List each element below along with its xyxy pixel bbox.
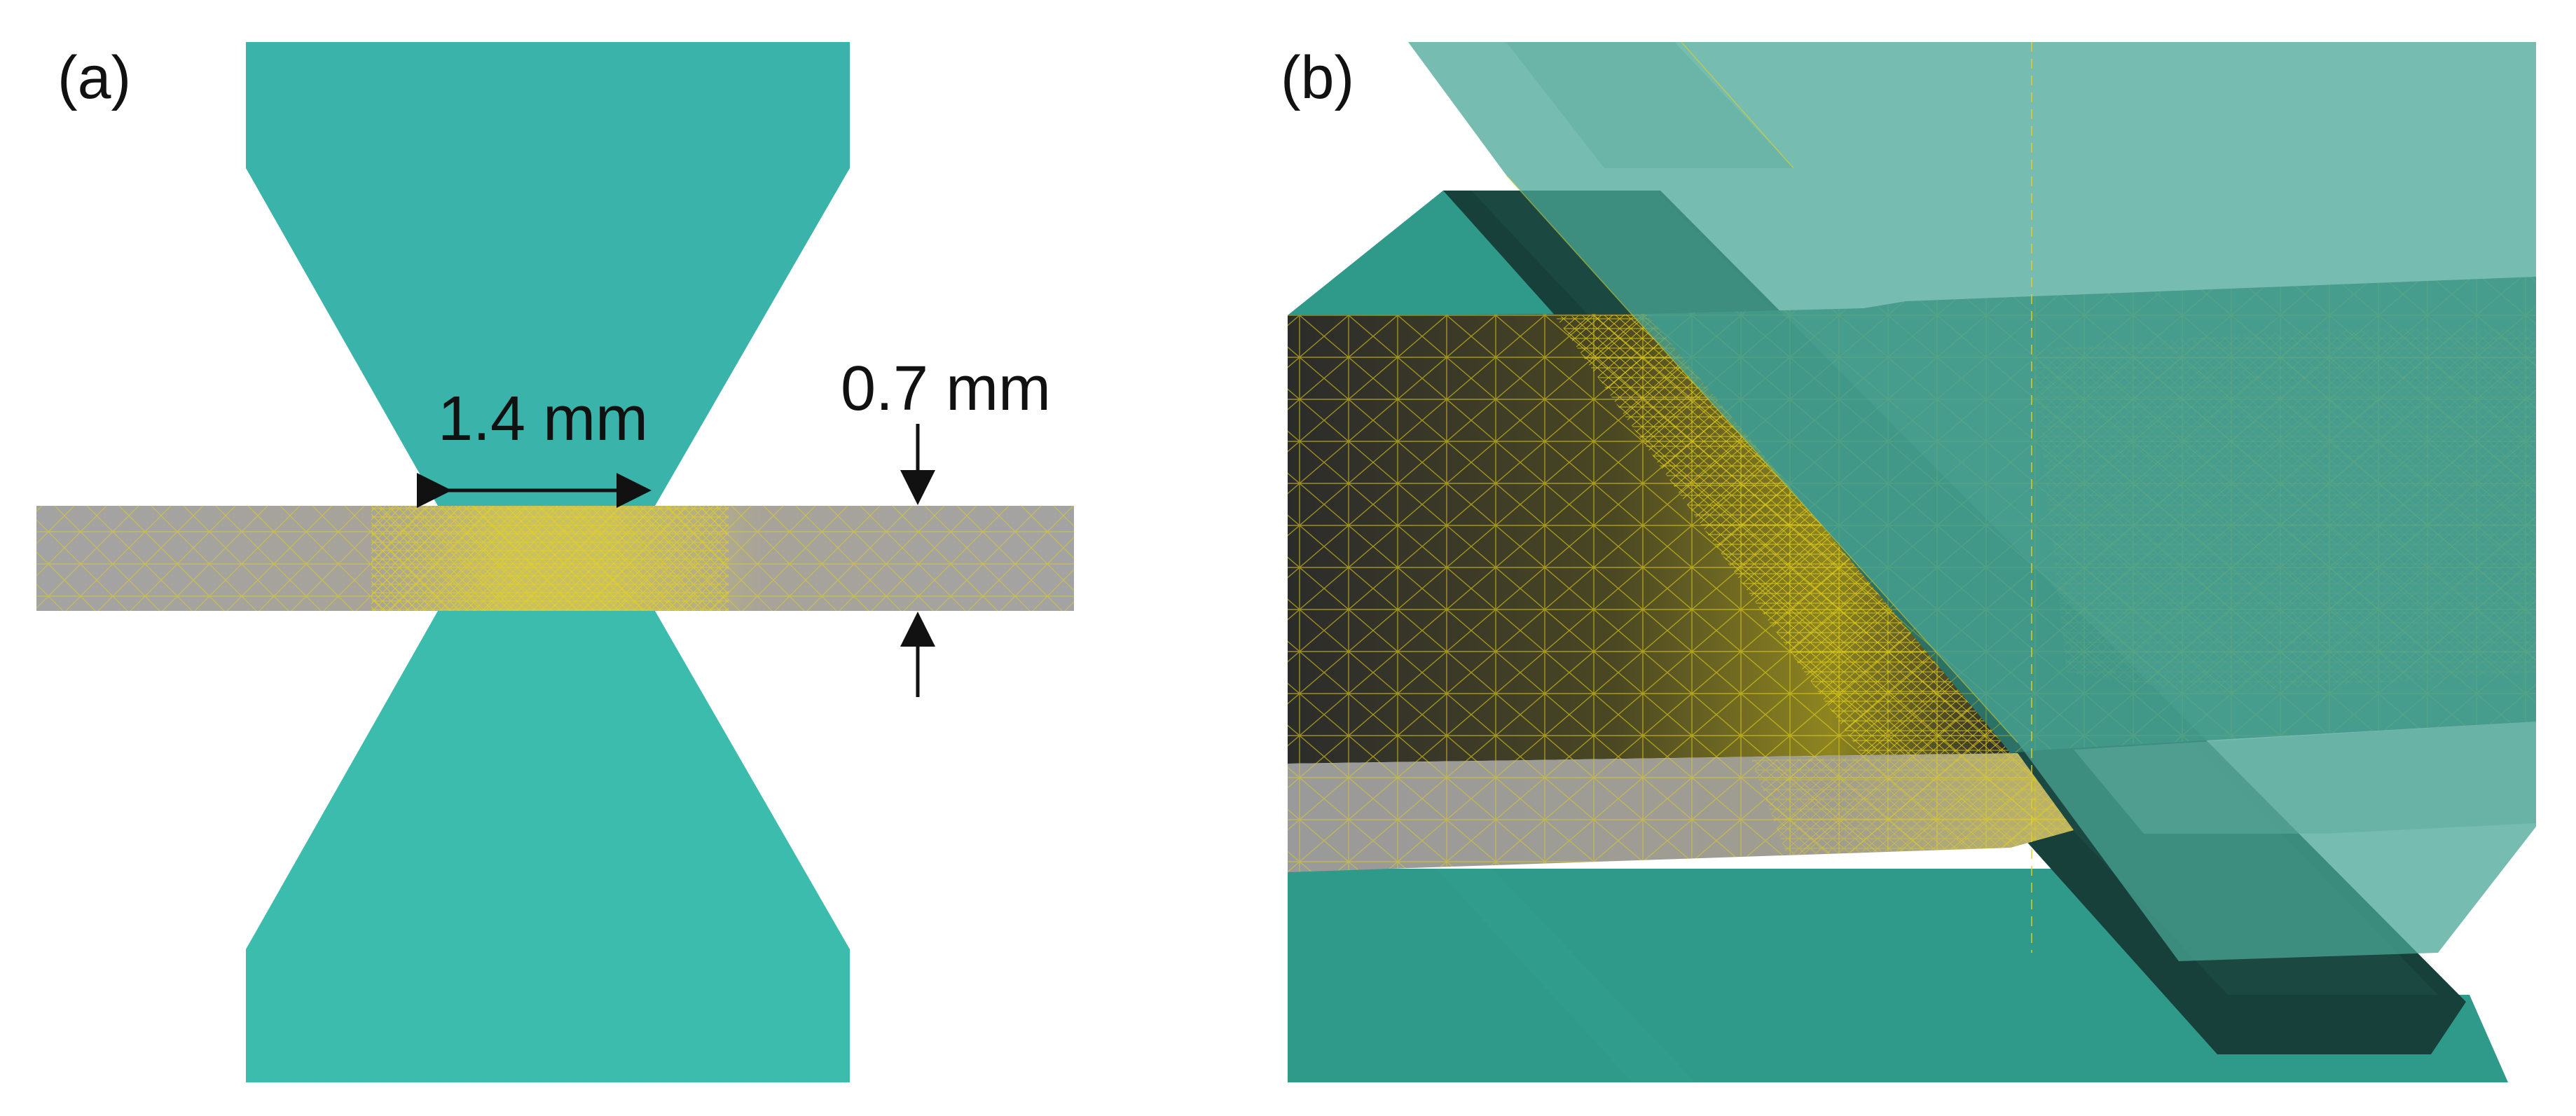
panel-a: (a) 1.4 mm 0.7 mm [36,42,1074,1082]
panel-b-label: (b) [1281,44,1354,111]
width-dimension-label: 1.4 mm [438,384,648,454]
upper-electrode [246,42,850,506]
thickness-dimension: 0.7 mm [841,354,1051,697]
upper-electrode-3d [1408,42,2536,961]
lower-electrode-edge [1436,869,1695,1082]
panel-b: (b) [1281,42,2536,1082]
panel-a-label: (a) [57,44,131,111]
thickness-dimension-label: 0.7 mm [841,354,1051,424]
lower-electrode [246,611,850,1082]
meshed-sheet [36,506,1074,611]
width-dimension: 1.4 mm [417,384,652,508]
